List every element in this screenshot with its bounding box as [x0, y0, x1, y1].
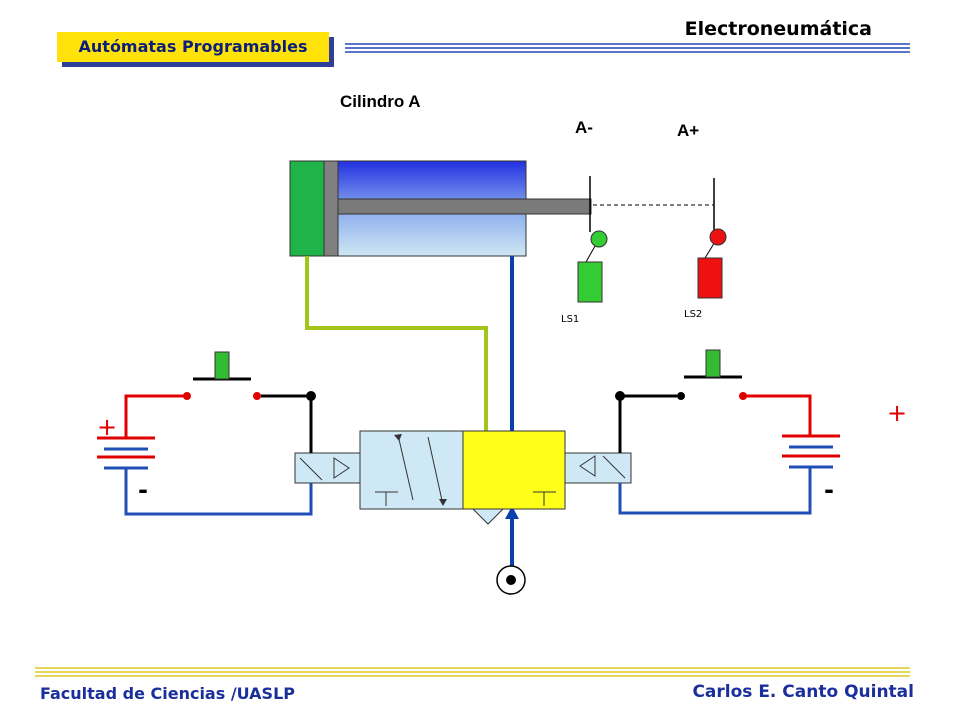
solenoid-left	[294, 452, 361, 484]
position-plus-label: A+	[677, 121, 699, 140]
course-label: Autómatas Programables	[78, 37, 308, 56]
green-air-line	[305, 256, 488, 500]
limit-switch-ls1	[577, 230, 608, 303]
cylinder-label: Cilindro A	[340, 92, 421, 111]
minus-left-label: -	[138, 476, 148, 504]
course-badge: Autómatas Programables	[57, 32, 329, 62]
directional-valve	[359, 430, 566, 525]
limit-switch-ls2	[697, 228, 727, 299]
blue-air-arrow-bottom	[505, 506, 519, 519]
position-minus-label: A-	[575, 118, 593, 137]
footer-rule	[35, 667, 910, 677]
footer-institution: Facultad de Ciencias /UASLP	[40, 684, 295, 703]
pressure-source	[496, 565, 526, 595]
right-circuit	[615, 349, 840, 515]
solenoid-right	[564, 452, 632, 484]
plus-right-label: +	[887, 399, 907, 427]
left-circuit	[97, 351, 316, 516]
plus-left-label: +	[97, 413, 117, 441]
header-rule	[345, 43, 910, 53]
minus-right-label: -	[824, 476, 834, 504]
ls2-label: LS2	[684, 309, 702, 320]
ls1-label: LS1	[561, 314, 579, 325]
footer-author: Carlos E. Canto Quintal	[692, 682, 914, 702]
cylinder-a	[289, 160, 592, 257]
page-title: Electroneumática	[684, 18, 872, 40]
piston-rod	[337, 198, 592, 215]
